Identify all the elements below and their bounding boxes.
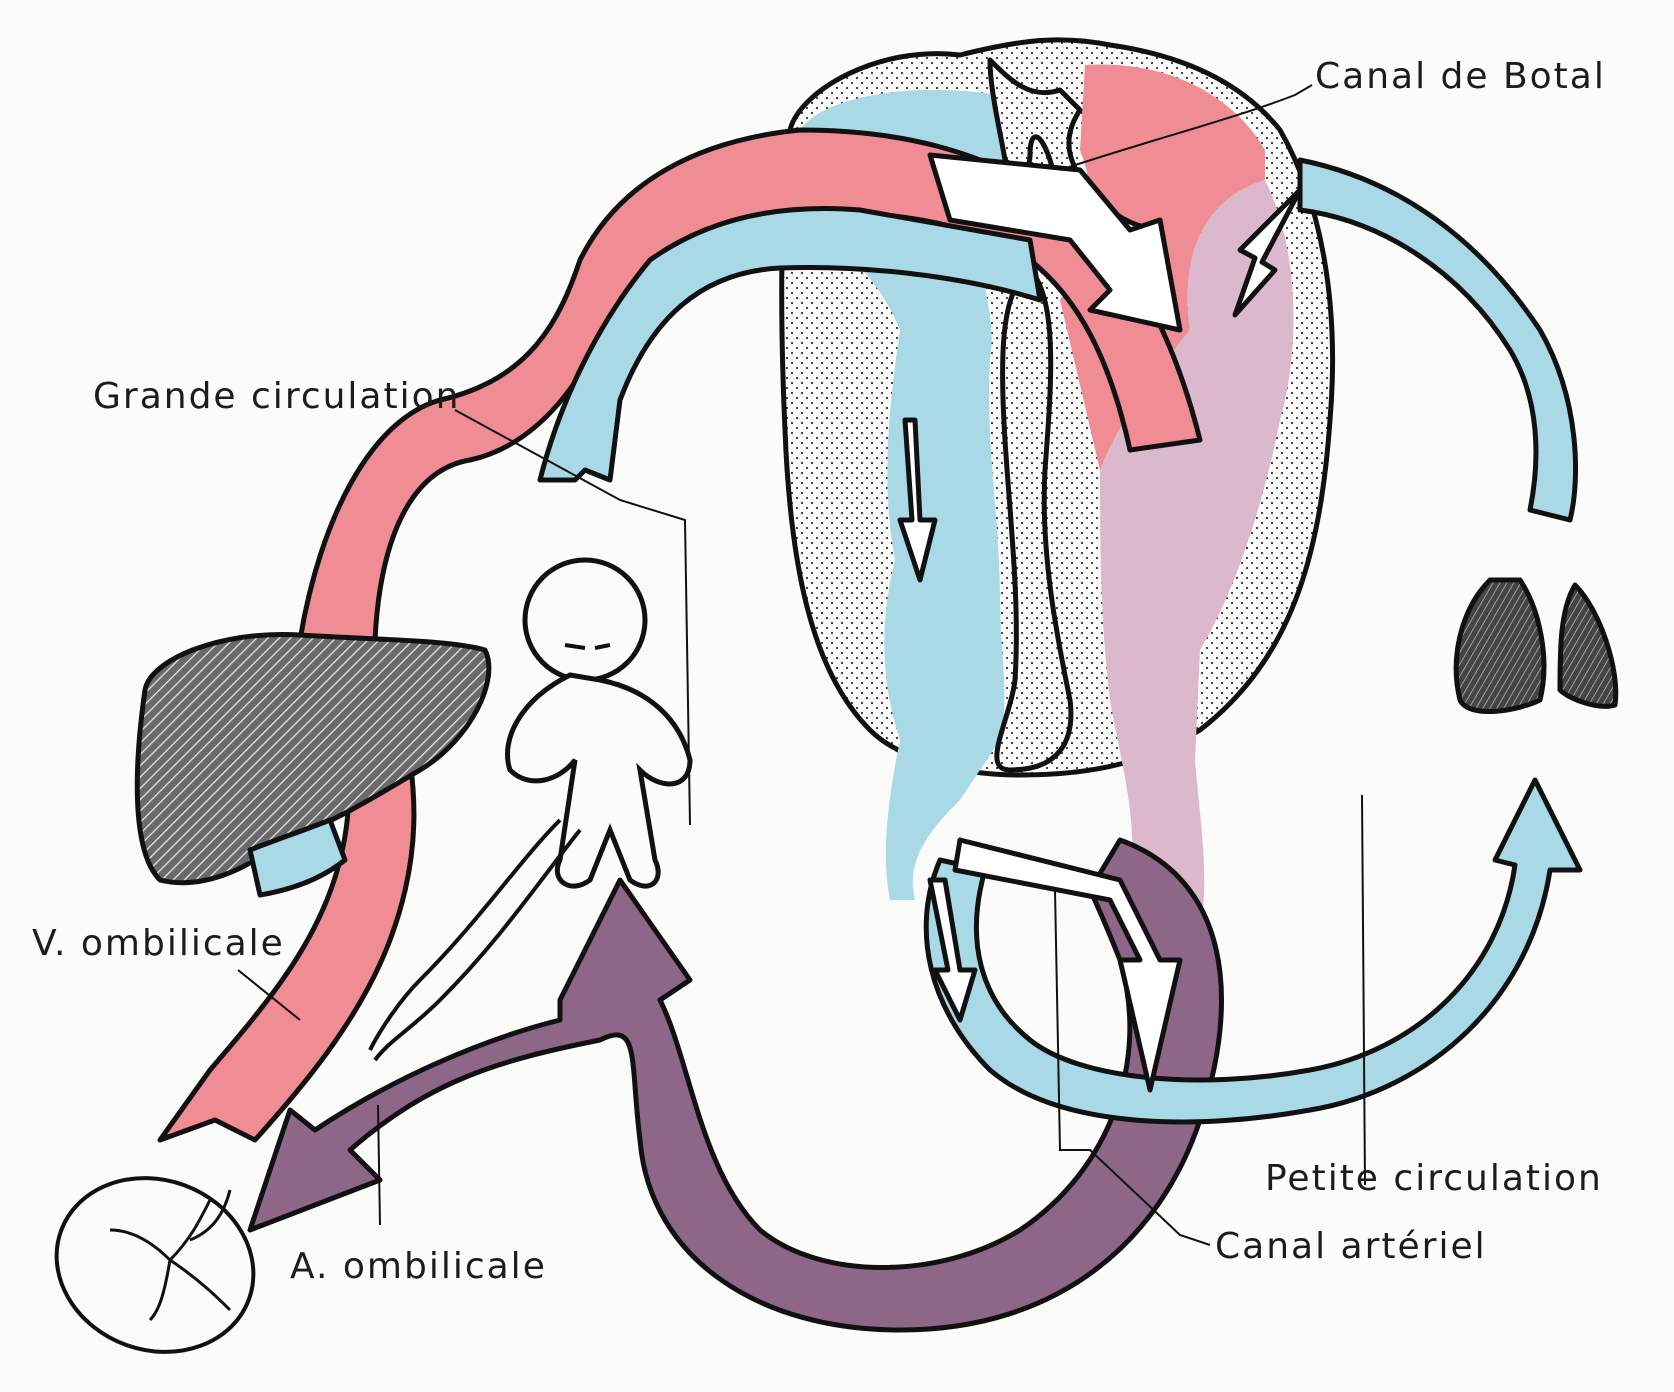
superior-vena-cava	[537, 205, 1043, 483]
mixed-ventricle	[1100, 180, 1294, 930]
arrow-ductus	[927, 877, 978, 1023]
ventricular-septum	[994, 267, 1074, 773]
liver	[134, 631, 492, 886]
leader-lines	[237, 84, 1366, 1246]
label-grande-circulation: Grande circulation	[93, 376, 460, 417]
label-a-ombilicale: A. ombilicale	[290, 1246, 547, 1287]
arrow-foramen	[927, 152, 1183, 333]
flow-arrows	[897, 152, 1303, 1093]
pulmonary-loop	[923, 777, 1583, 1125]
label-canal-arteriel: Canal artériel	[1215, 1226, 1487, 1267]
arrow-right-atrium	[897, 417, 938, 583]
placenta	[54, 1176, 256, 1354]
hepatic-portal	[247, 817, 348, 898]
label-canal-de-botal: Canal de Botal	[1315, 56, 1606, 97]
right-lung	[1557, 582, 1619, 709]
right-heart-chambers	[800, 89, 1015, 901]
pulmonary-artery	[1297, 157, 1579, 523]
arrow-left-ventricle	[1232, 187, 1303, 318]
fetus-figure	[368, 557, 693, 1062]
left-lung	[1453, 577, 1547, 715]
label-v-ombilicale: V. ombilicale	[32, 923, 285, 964]
arrow-pulmonary-trunk	[952, 837, 1183, 1093]
label-petite-circulation: Petite circulation	[1265, 1158, 1603, 1199]
